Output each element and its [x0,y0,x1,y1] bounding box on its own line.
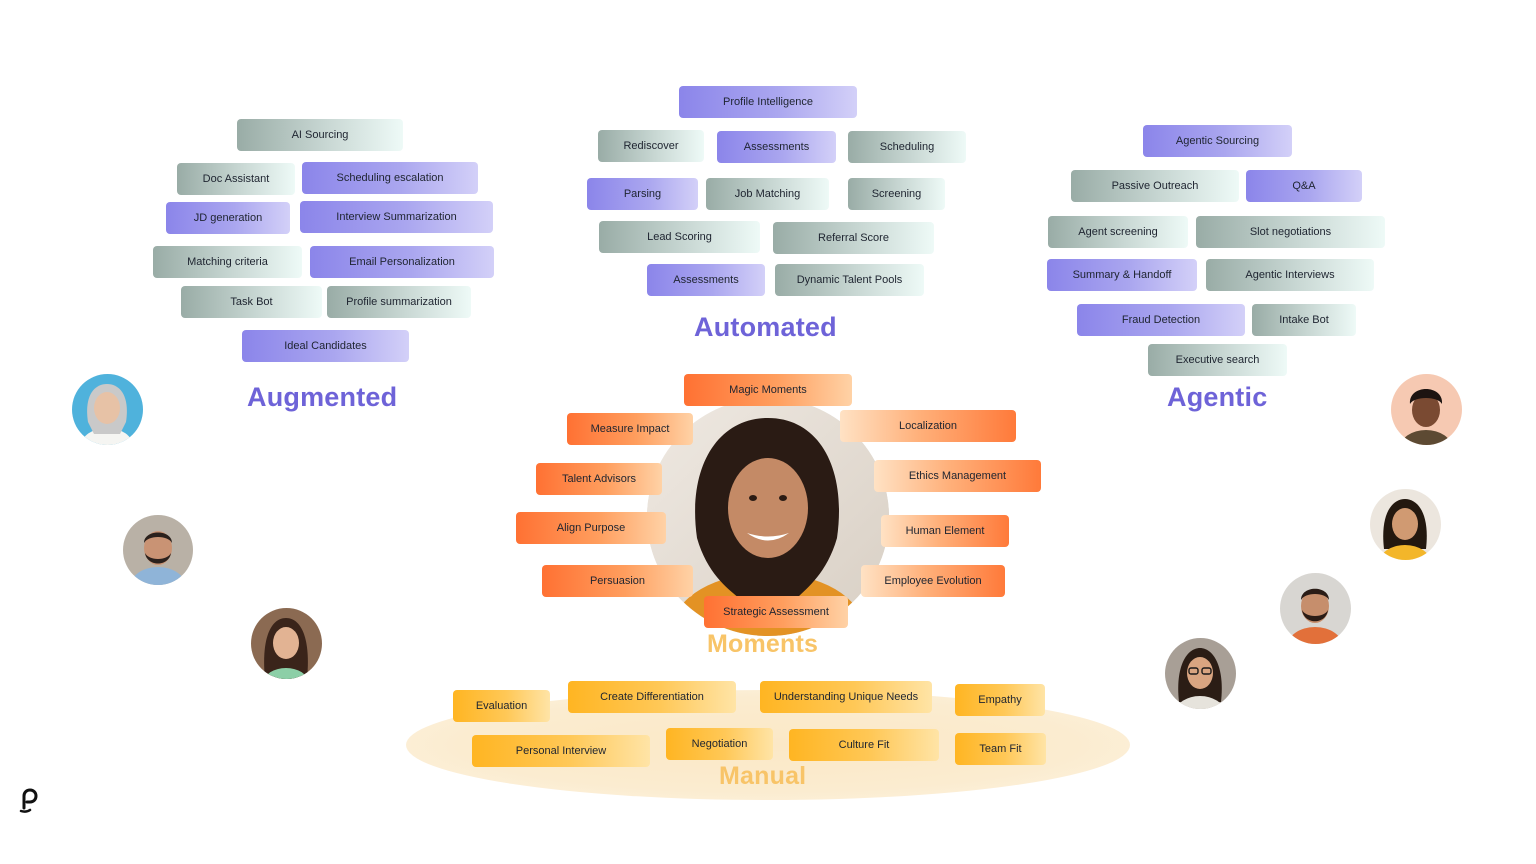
augmented-item-scheduling-escalation[interactable]: Scheduling escalation [302,162,478,194]
augmented-item-email-personalization[interactable]: Email Personalization [310,246,494,278]
augmented-item-doc-assistant[interactable]: Doc Assistant [177,163,295,195]
automated-heading: Automated [694,312,837,342]
avatar-man-bearded-smiling-icon [1280,573,1351,644]
moments-item-strategic-assessment[interactable]: Strategic Assessment [704,596,848,628]
avatar-woman-smiling-icon [1370,489,1441,560]
manual-item-culture-fit[interactable]: Culture Fit [789,729,939,761]
automated-item-profile-intelligence[interactable]: Profile Intelligence [679,86,857,118]
manual-item-understanding-unique-needs[interactable]: Understanding Unique Needs [760,681,932,713]
automated-item-screening[interactable]: Screening [848,178,945,210]
moments-heading: Moments [707,630,819,658]
moments-item-magic-moments[interactable]: Magic Moments [684,374,852,406]
agentic-item-intake-bot[interactable]: Intake Bot [1252,304,1356,336]
manual-item-personal-interview[interactable]: Personal Interview [472,735,650,767]
agentic-item-agentic-sourcing[interactable]: Agentic Sourcing [1143,125,1292,157]
agentic-item-agent-screening[interactable]: Agent screening [1048,216,1188,248]
augmented-item-ai-sourcing[interactable]: AI Sourcing [237,119,403,151]
manual-item-negotiation[interactable]: Negotiation [666,728,773,760]
automated-item-job-matching[interactable]: Job Matching [706,178,829,210]
moments-item-talent-advisors[interactable]: Talent Advisors [536,463,662,495]
augmented-heading: Augmented [247,382,398,412]
moments-item-align-purpose[interactable]: Align Purpose [516,512,666,544]
agentic-item-qa[interactable]: Q&A [1246,170,1362,202]
avatar-man-curly-hair-icon [1391,374,1462,445]
augmented-item-jd-generation[interactable]: JD generation [166,202,290,234]
agentic-item-agentic-interviews[interactable]: Agentic Interviews [1206,259,1374,291]
manual-item-evaluation[interactable]: Evaluation [453,690,550,722]
moments-item-employee-evolution[interactable]: Employee Evolution [861,565,1005,597]
augmented-item-profile-summarization[interactable]: Profile summarization [327,286,471,318]
agentic-item-passive-outreach[interactable]: Passive Outreach [1071,170,1239,202]
augmented-item-task-bot[interactable]: Task Bot [181,286,322,318]
manual-item-empathy[interactable]: Empathy [955,684,1045,716]
avatar-woman-silver-hair-icon [72,374,143,445]
moments-item-persuasion[interactable]: Persuasion [542,565,693,597]
agentic-item-fraud-detection[interactable]: Fraud Detection [1077,304,1245,336]
automated-item-referral-score[interactable]: Referral Score [773,222,934,254]
agentic-item-summary-handoff[interactable]: Summary & Handoff [1047,259,1197,291]
automated-item-parsing[interactable]: Parsing [587,178,698,210]
avatar-woman-glasses-icon [1165,638,1236,709]
moments-item-measure-impact[interactable]: Measure Impact [567,413,693,445]
moments-item-human-element[interactable]: Human Element [881,515,1009,547]
agentic-heading: Agentic [1167,382,1268,412]
manual-item-create-differentiation[interactable]: Create Differentiation [568,681,736,713]
avatar-woman-long-hair-icon [251,608,322,679]
moments-item-localization[interactable]: Localization [840,410,1016,442]
automated-item-scheduling[interactable]: Scheduling [848,131,966,163]
agentic-item-slot-negotiations[interactable]: Slot negotiations [1196,216,1385,248]
agentic-item-executive-search[interactable]: Executive search [1148,344,1287,376]
augmented-item-ideal-candidates[interactable]: Ideal Candidates [242,330,409,362]
automated-item-assessments-2[interactable]: Assessments [647,264,765,296]
augmented-item-matching-criteria[interactable]: Matching criteria [153,246,302,278]
automated-item-lead-scoring[interactable]: Lead Scoring [599,221,760,253]
avatar-man-beard-icon [123,515,193,585]
automated-item-rediscover[interactable]: Rediscover [598,130,704,162]
manual-item-team-fit[interactable]: Team Fit [955,733,1046,765]
automated-item-dynamic-talent-pools[interactable]: Dynamic Talent Pools [775,264,924,296]
moments-item-ethics-management[interactable]: Ethics Management [874,460,1041,492]
manual-heading: Manual [719,762,807,790]
automated-item-assessments[interactable]: Assessments [717,131,836,163]
augmented-item-interview-summarization[interactable]: Interview Summarization [300,201,493,233]
brand-logo-icon [18,788,42,814]
